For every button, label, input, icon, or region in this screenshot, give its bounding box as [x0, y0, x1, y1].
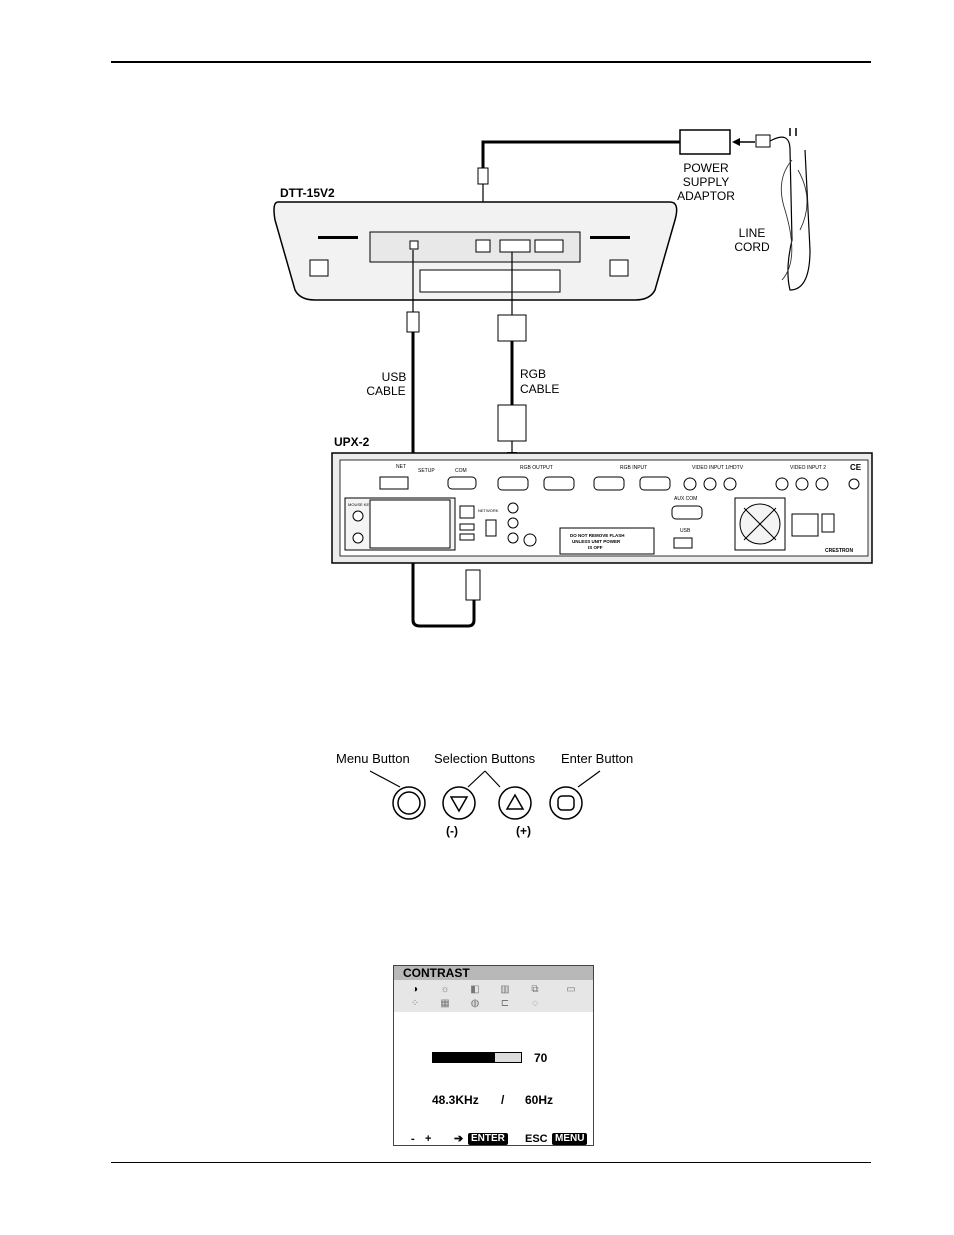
osd-icon-bar: ◑ ☼ ◧ ▥ ⧉ ▭ ⁘ ▦ ◍ ⊏ ◌ [394, 980, 593, 1012]
rounded-square-icon [557, 795, 575, 811]
usb-cable-label-2: CABLE [366, 384, 405, 398]
processor-model-label: UPX-2 [334, 435, 370, 449]
minus-label: (-) [446, 824, 458, 838]
horizontal-frequency: 48.3KHz [432, 1093, 479, 1107]
up-button[interactable] [498, 786, 532, 820]
osd-title: CONTRAST [394, 966, 593, 980]
svg-text:NET: NET [396, 464, 406, 470]
contrast-value: 70 [534, 1051, 548, 1065]
rgb-cable-label-2: CABLE [520, 382, 559, 396]
osd-position-icon[interactable]: ▭ [566, 984, 576, 995]
footer-enter-tag: ENTER [468, 1133, 508, 1145]
frequency-separator: / [501, 1093, 505, 1107]
svg-text:CRESTRON: CRESTRON [825, 548, 853, 554]
line-cord-label-2: CORD [734, 240, 770, 254]
vertical-frequency: 60Hz [525, 1093, 554, 1107]
svg-text:COM: COM [455, 468, 467, 474]
h-position-icon[interactable]: ◧ [470, 984, 480, 995]
triangle-up-icon [505, 793, 525, 810]
size-icon[interactable]: ⧉ [531, 984, 539, 995]
usb-cable-label-1: USB [382, 370, 407, 384]
line-cord-label-1: LINE [739, 226, 766, 240]
front-panel-buttons: Menu Button Selection Buttons Enter Butt… [336, 751, 633, 838]
power-supply-label-2: SUPPLY [683, 175, 729, 189]
arrow-right-icon: ➔ [454, 1133, 464, 1145]
brightness-icon[interactable]: ☼ [440, 984, 450, 995]
power-supply-box [679, 129, 731, 155]
svg-text:CE: CE [850, 463, 862, 472]
osd-contrast-menu: CONTRAST ◑ ☼ ◧ ▥ ⧉ ▭ ⁘ ▦ ◍ ⊏ ◌ 70 48.3KH… [393, 965, 594, 1146]
color-icon[interactable]: ⁘ [410, 998, 420, 1009]
v-position-icon[interactable]: ▥ [500, 984, 510, 995]
contrast-level-bar[interactable] [432, 1052, 522, 1063]
triangle-down-icon [449, 796, 469, 813]
display-model-label: DTT-15V2 [280, 186, 335, 200]
svg-text:UNLESS UNIT POWER: UNLESS UNIT POWER [572, 539, 621, 544]
footer-esc: ESC [525, 1133, 548, 1145]
wiring-diagram: POWER SUPPLY ADAPTOR LINE CORD DTT-15V2 … [273, 128, 873, 628]
svg-text:VIDEO INPUT 1/HDTV: VIDEO INPUT 1/HDTV [692, 465, 744, 471]
sharpness-icon[interactable]: ⊏ [500, 998, 510, 1009]
svg-text:RGB OUTPUT: RGB OUTPUT [520, 465, 553, 471]
power-supply-label-3: ADAPTOR [677, 189, 735, 203]
rgb-cable-label-1: RGB [520, 367, 546, 381]
contrast-icon[interactable]: ◑ [411, 984, 419, 995]
menu-button-label: Menu Button [336, 751, 410, 766]
svg-text:IS OFF: IS OFF [588, 545, 603, 550]
svg-text:MOUSE KEYBOARD: MOUSE KEYBOARD [348, 502, 386, 507]
enter-button-label: Enter Button [561, 751, 633, 766]
svg-text:RGB INPUT: RGB INPUT [620, 465, 647, 471]
plus-label: (+) [516, 824, 531, 838]
header-rule [111, 61, 871, 63]
footer-rule [111, 1162, 871, 1163]
language-icon[interactable]: ◍ [470, 998, 480, 1009]
selection-buttons-label: Selection Buttons [434, 751, 536, 766]
down-button[interactable] [442, 786, 476, 820]
svg-text:USB: USB [680, 528, 691, 534]
svg-text:NETWORK: NETWORK [478, 508, 499, 513]
footer-menu-tag: MENU [552, 1133, 588, 1145]
svg-text:DO NOT REMOVE FLASH: DO NOT REMOVE FLASH [570, 533, 625, 538]
svg-text:AUX COM: AUX COM [674, 496, 697, 502]
menu-button[interactable] [392, 786, 426, 820]
enter-button[interactable] [549, 786, 583, 820]
phase-icon[interactable]: ▦ [440, 998, 450, 1009]
osd-footer: - + ➔ ENTER ESC MENU [394, 1132, 593, 1146]
contrast-level-fill [433, 1053, 495, 1062]
svg-text:SETUP: SETUP [418, 468, 435, 474]
footer-minus: - [411, 1133, 415, 1145]
svg-text:VIDEO INPUT 2: VIDEO INPUT 2 [790, 465, 826, 471]
power-supply-label-1: POWER [683, 161, 729, 175]
recall-icon[interactable]: ◌ [532, 998, 538, 1009]
footer-plus: + [425, 1133, 432, 1145]
